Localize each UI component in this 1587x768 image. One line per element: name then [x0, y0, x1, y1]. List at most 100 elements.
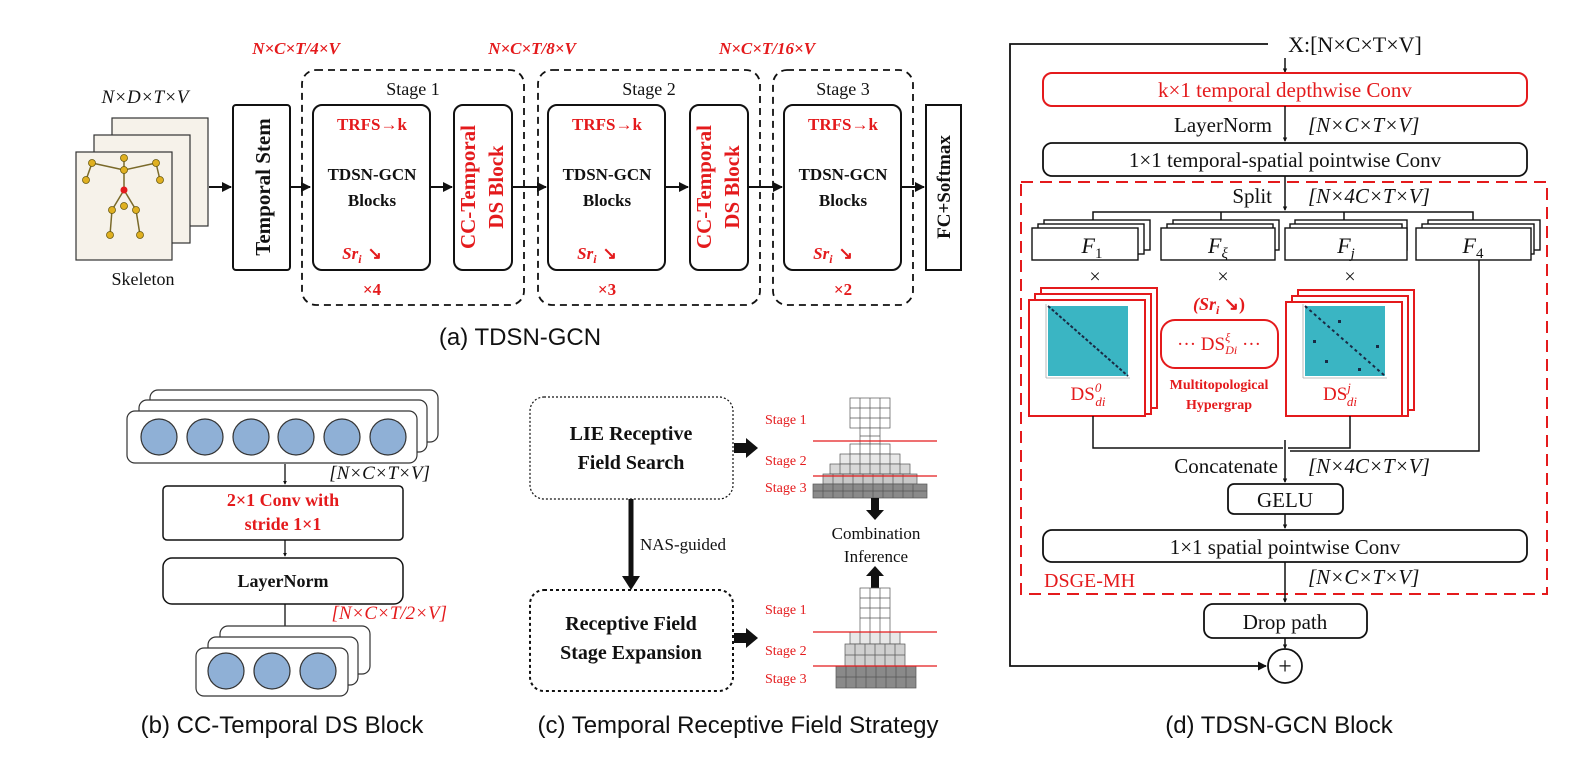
layernorm-box	[162, 557, 404, 605]
dim-d-3: [N×4C×T×V]	[1308, 454, 1430, 478]
ds-block-1-l2: DS Block	[484, 145, 508, 229]
arrow-down-combination	[866, 498, 884, 520]
comb-l2: Inference	[844, 547, 908, 566]
depthwise-conv-label: k×1 temporal depthwise Conv	[1158, 78, 1412, 102]
input-shape-label: N×D×T×V	[100, 87, 190, 108]
repeat-1: ×4	[363, 280, 382, 299]
dim-label-1: N×C×T/4×V	[251, 39, 341, 58]
rf-grid-bottom	[835, 587, 917, 689]
arrow-up-combination	[866, 566, 884, 588]
f4-label: F4	[1462, 233, 1484, 262]
conv-l1: 2×1 Conv with	[227, 490, 339, 510]
dsge-mh-region	[1020, 181, 1548, 595]
spatial-conv-label: 1×1 spatial pointwise Conv	[1170, 535, 1401, 559]
times-3: ×	[1344, 266, 1355, 288]
top-stage1: Stage 1	[765, 413, 807, 428]
panel-d: X:[N×C×T×V] k×1 temporal depthwise Conv …	[1009, 32, 1548, 739]
conv-l2: stride 1×1	[245, 514, 322, 534]
skeleton-stack	[75, 117, 209, 261]
lie-search-box	[529, 396, 734, 500]
tdsn-blocks-2-l1: TDSN-GCN	[563, 165, 653, 184]
fc-softmax-box	[925, 104, 962, 271]
lie-l1: LIE Receptive	[570, 423, 693, 445]
caption-a: (a) TDSN-GCN	[439, 324, 601, 351]
dim-label-3: N×C×T/16×V	[718, 39, 817, 58]
fc-softmax-label: FC+Softmax	[934, 135, 955, 239]
tdsn-blocks-1-l1: TDSN-GCN	[328, 165, 418, 184]
f-box-stacks	[1031, 219, 1541, 261]
bot-stage2: Stage 2	[765, 644, 807, 659]
panel-c: LIE Receptive Field Search NAS-guided Re…	[529, 396, 939, 739]
comb-l1: Combination	[832, 524, 921, 543]
tdsn-blocks-2-l2: Blocks	[583, 191, 632, 210]
skeleton-label: Skeleton	[112, 269, 175, 289]
bot-stage3: Stage 3	[765, 672, 807, 687]
panel-b: [N×C×T×V] 2×1 Conv with stride 1×1 Layer…	[126, 389, 447, 739]
layernorm-label: LayerNorm	[238, 571, 329, 591]
stage-2-group	[537, 69, 761, 306]
input-feature-stack	[126, 389, 439, 464]
dim-d-2: [N×4C×T×V]	[1308, 184, 1430, 208]
rfs-l1: Receptive Field	[565, 613, 697, 635]
sr-label-2: Sri↘	[577, 244, 617, 266]
gelu-label: GELU	[1257, 488, 1313, 512]
times-2: ×	[1217, 266, 1228, 288]
drop-path-label: Drop path	[1243, 610, 1328, 634]
ds-mid-box	[1160, 319, 1279, 369]
concat-label: Concatenate	[1174, 454, 1278, 478]
ds0-matrix-stack	[1028, 287, 1158, 417]
pointwise-conv-label: 1×1 temporal-spatial pointwise Conv	[1129, 148, 1442, 172]
nas-guided-label: NAS-guided	[640, 535, 726, 554]
repeat-2: ×3	[598, 280, 616, 299]
tdsn-blocks-3-l2: Blocks	[819, 191, 868, 210]
temporal-stem-label: Temporal Stem	[251, 118, 275, 256]
stage-1-title: Stage 1	[386, 79, 440, 99]
panel-a: N×D×T×V	[75, 39, 962, 351]
dim-d-4: [N×C×T×V]	[1308, 565, 1419, 589]
lie-l2: Field Search	[578, 452, 685, 474]
rf-expansion-box	[529, 589, 734, 692]
stage-3-title: Stage 3	[816, 79, 870, 99]
sr-paren-label: (Sri ↘)	[1193, 294, 1245, 317]
conv-box	[162, 485, 404, 541]
multi-l1: Multitopological	[1170, 378, 1269, 393]
trfs-label-3: TRFS→k	[808, 115, 878, 134]
dsge-mh-label: DSGE-MH	[1044, 570, 1135, 592]
ds-block-2-l1: CC-Temporal	[692, 125, 716, 249]
stage-2-title: Stage 2	[622, 79, 676, 99]
dim-in-label: [N×C×T×V]	[329, 463, 430, 484]
caption-c: (c) Temporal Receptive Field Strategy	[537, 712, 938, 739]
fxi-label: Fξ	[1207, 233, 1228, 262]
output-feature-stack	[195, 625, 371, 697]
multi-l2: Hypergrap	[1186, 398, 1252, 413]
f1-label: F1	[1081, 233, 1103, 262]
trfs-label-1: TRFS→k	[337, 115, 407, 134]
rfs-l2: Stage Expansion	[560, 642, 702, 664]
dim-label-2: N×C×T/8×V	[487, 39, 577, 58]
ds-block-2-l2: DS Block	[720, 145, 744, 229]
tdsn-blocks-3-l1: TDSN-GCN	[799, 165, 889, 184]
ds-block-1-l1: CC-Temporal	[456, 125, 480, 249]
caption-d: (d) TDSN-GCN Block	[1165, 712, 1394, 739]
layernorm-label-d: LayerNorm	[1174, 113, 1272, 137]
dim-out-label: [N×C×T/2×V]	[331, 603, 447, 624]
bot-stage1: Stage 1	[765, 603, 807, 618]
trfs-label-2: TRFS→k	[572, 115, 642, 134]
fj-label: Fj	[1336, 233, 1355, 262]
stage-3-group	[772, 69, 914, 306]
stage-1-group	[301, 69, 525, 306]
arrow-to-grid-top	[734, 438, 758, 458]
rf-grid-top	[812, 397, 928, 499]
tdsn-blocks-1-l2: Blocks	[348, 191, 397, 210]
top-stage2: Stage 2	[765, 454, 807, 469]
arrow-to-grid-bottom	[734, 628, 758, 648]
input-label: X:[N×C×T×V]	[1288, 32, 1422, 57]
split-label: Split	[1232, 184, 1272, 208]
caption-b: (b) CC-Temporal DS Block	[141, 712, 425, 739]
sr-label-1: Sri↘	[342, 244, 382, 266]
repeat-3: ×2	[834, 280, 852, 299]
